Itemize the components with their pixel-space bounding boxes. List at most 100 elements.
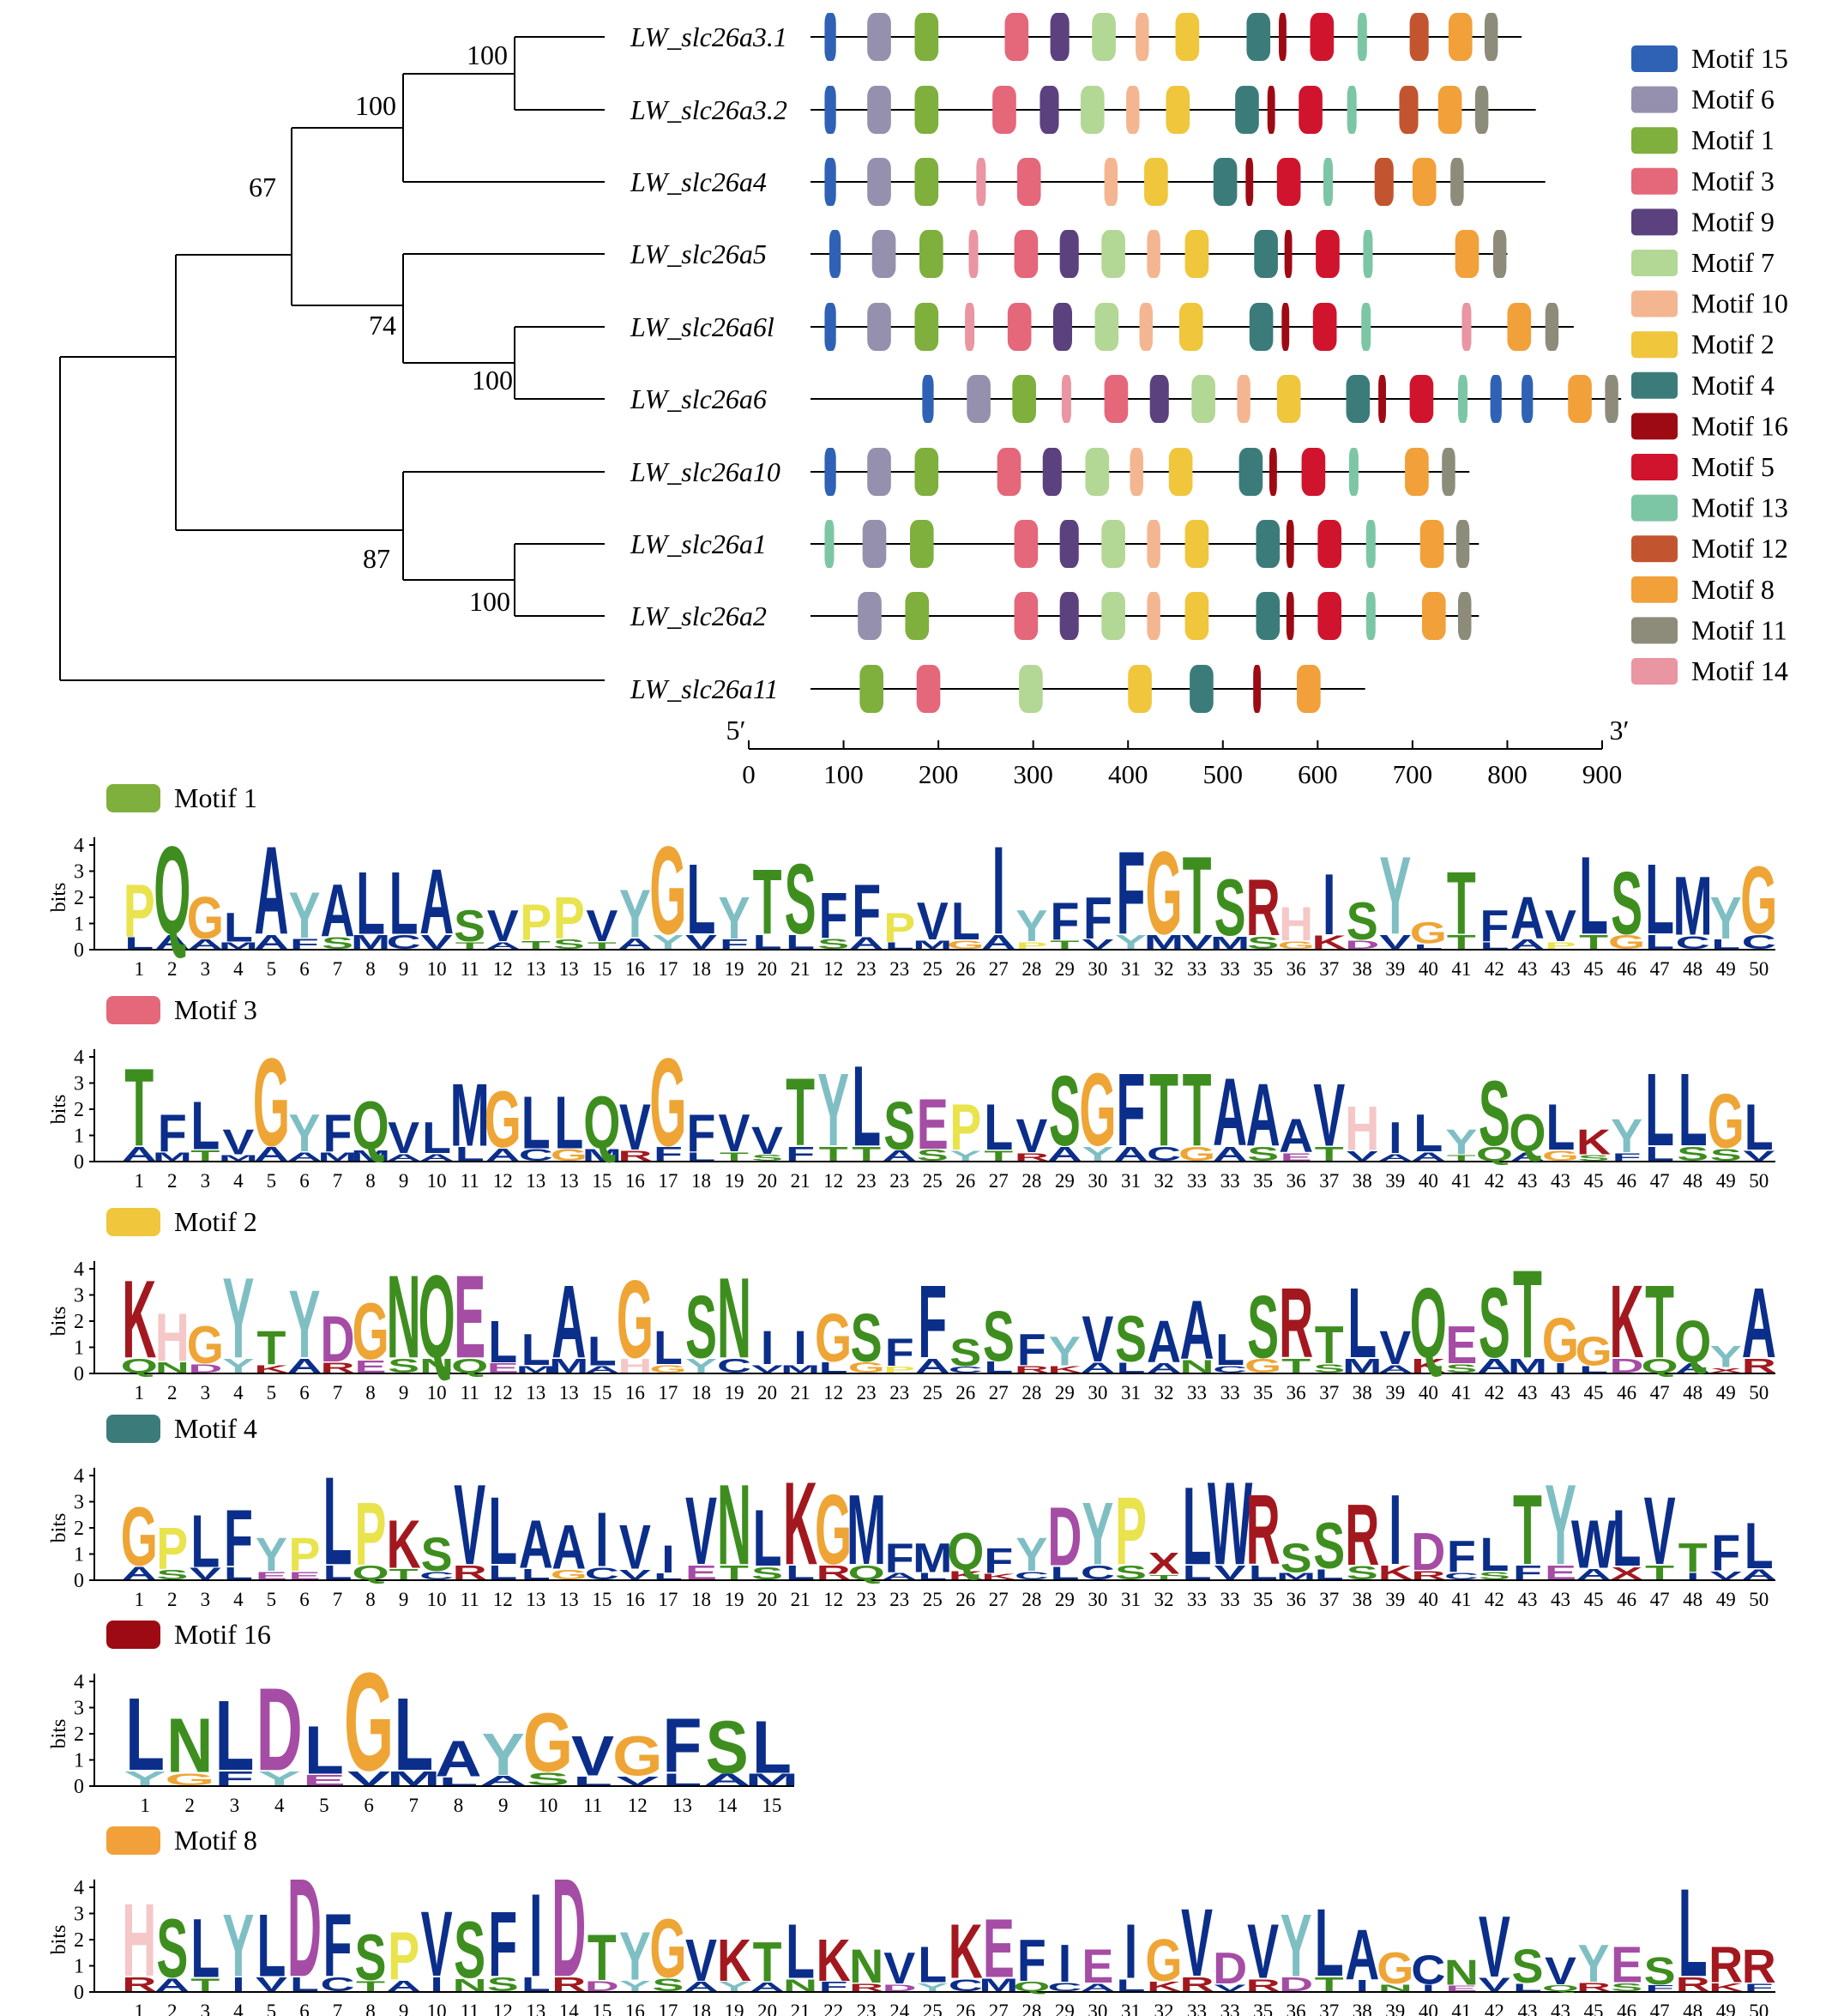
logo-residue-letter: V	[421, 1892, 453, 1996]
logo-residue-letter: I	[430, 1973, 443, 1995]
logo-position-label: 8	[365, 2001, 376, 2016]
logo-residue-letter: T	[124, 1047, 154, 1170]
logo-residue-letter: G	[649, 1901, 686, 1995]
logo-residue-letter: F	[1513, 1561, 1542, 1584]
logo-residue-letter: V	[1247, 1908, 1279, 1995]
motif-box	[829, 230, 841, 278]
logo-residue-letter: V	[571, 1724, 614, 1788]
scale-tick-label: 200	[919, 759, 959, 789]
logo-position-label: 16	[625, 958, 645, 980]
motif-box	[824, 448, 836, 496]
logo-residue-letter: R	[1015, 1364, 1049, 1375]
motif-box	[1347, 86, 1357, 134]
logo-residue-letter: F	[1711, 1525, 1740, 1582]
motif-box	[914, 13, 939, 61]
motif-box	[858, 592, 882, 640]
logo-position-label: 8	[365, 1382, 376, 1403]
logo-residue-letter: F	[819, 1979, 848, 1994]
logo-position-label: 38	[1353, 2001, 1372, 2016]
logo-residue-letter: T	[753, 850, 782, 954]
gene-row: LW_slc26a2	[630, 592, 1479, 640]
logo-residue-letter: L	[951, 890, 980, 951]
motif-box	[1184, 520, 1209, 568]
motif-box	[1316, 230, 1340, 278]
logo-residue-letter: V	[1379, 931, 1412, 953]
logo-position-label: 42	[1485, 1589, 1504, 1610]
logo-residue-letter: F	[224, 1494, 253, 1584]
scale-5prime-label: 5′	[726, 715, 746, 745]
logo-residue-letter: D	[585, 1978, 619, 1995]
logo-position-label: 41	[1451, 1589, 1471, 1610]
logo-residue-letter: S	[322, 934, 353, 953]
motif-box	[1235, 86, 1259, 134]
logo-residue-letter: L	[918, 1937, 947, 1994]
logo-residue-letter: M	[913, 1535, 952, 1581]
logo-position-label: 10	[538, 1795, 557, 1816]
logo-position-label: 28	[1021, 1382, 1041, 1403]
logo-residue-letter: F	[687, 1102, 716, 1163]
logo-residue-letter: P	[124, 870, 155, 953]
motif-box	[1457, 375, 1468, 423]
logo-residue-letter: R	[551, 1973, 586, 1995]
bootstrap-label: 100	[467, 39, 508, 70]
logo-position-label: 30	[1088, 1589, 1107, 1610]
logo-position-label: 47	[1650, 2001, 1670, 2016]
logo-position-label: 10	[427, 1170, 447, 1192]
logo-residue-letter: G	[121, 1489, 158, 1583]
logo-residue-letter: E	[303, 1772, 346, 1789]
logo-position-label: 3	[201, 1170, 211, 1192]
logo-residue-letter: L	[124, 934, 154, 953]
logo-residue-letter: S	[156, 1901, 188, 1995]
motif-box	[1568, 375, 1592, 423]
logo-residue-letter: S	[1479, 1062, 1510, 1166]
logo-residue-letter: L	[1579, 835, 1608, 958]
motif-box	[1317, 592, 1341, 640]
logo-residue-letter: A	[618, 935, 652, 952]
gene-name: LW_slc26a1	[630, 528, 767, 559]
motif-box	[1357, 13, 1367, 61]
logo-position-label: 5	[267, 958, 277, 980]
legend-item: Motif 10	[1631, 288, 1788, 319]
logo-position-label: 9	[399, 2001, 409, 2016]
logo-residue-letter: L	[654, 1321, 683, 1374]
motif-box	[1399, 86, 1419, 134]
logo-residue-letter: D	[1345, 938, 1379, 951]
logo-y-label: bits	[48, 1307, 70, 1337]
logo-position-label: 39	[1385, 2001, 1405, 2016]
logo-residue-letter: A	[155, 931, 190, 953]
motif-box	[1213, 158, 1238, 206]
logo-residue-letter: S	[1611, 1981, 1642, 1993]
logo-residue-letter: L	[290, 1973, 319, 1995]
logo-residue-letter: V	[388, 1113, 419, 1162]
logo-residue-letter: A	[551, 1512, 586, 1582]
logo-position-label: 11	[461, 1589, 479, 1610]
logo-position-label: 43	[1551, 958, 1570, 980]
legend-label: Motif 10	[1691, 288, 1788, 319]
motif-box	[1267, 86, 1275, 134]
logo-residue-letter: T	[1315, 1144, 1344, 1165]
logo-residue-letter: A	[254, 821, 288, 961]
logo-position-label: 39	[1385, 1589, 1405, 1610]
logo-position-label: 23	[857, 1589, 877, 1610]
logo-position-label: 10	[427, 958, 447, 980]
logo-residue-letter: P	[553, 885, 585, 951]
logo-residue-letter: R	[1246, 863, 1281, 953]
logo-residue-letter: L	[521, 1973, 551, 1995]
logo-position-label: 4	[233, 1589, 244, 1610]
logo-position-label: 6	[299, 1170, 310, 1192]
legend-label: Motif 14	[1691, 655, 1788, 686]
logo-residue-letter: A	[320, 870, 354, 953]
logo-position-label: 6	[364, 1795, 374, 1816]
logo-residue-letter: M	[1210, 933, 1250, 952]
logo-residue-letter: Y	[256, 1528, 287, 1581]
logo-residue-letter: N	[783, 1976, 817, 1995]
logo-position-label: 3	[201, 1589, 211, 1610]
logo-position-label: 50	[1749, 1589, 1769, 1610]
logo-residue-letter: A	[1510, 885, 1545, 951]
legend-swatch	[1631, 290, 1678, 317]
logo-residue-letter: L	[1215, 1325, 1244, 1374]
logo-residue-letter: A	[1742, 1268, 1776, 1379]
logo-position-label: 29	[1055, 1170, 1075, 1192]
logo-position-label: 49	[1716, 1382, 1736, 1403]
logo-title-swatch	[106, 1208, 160, 1236]
